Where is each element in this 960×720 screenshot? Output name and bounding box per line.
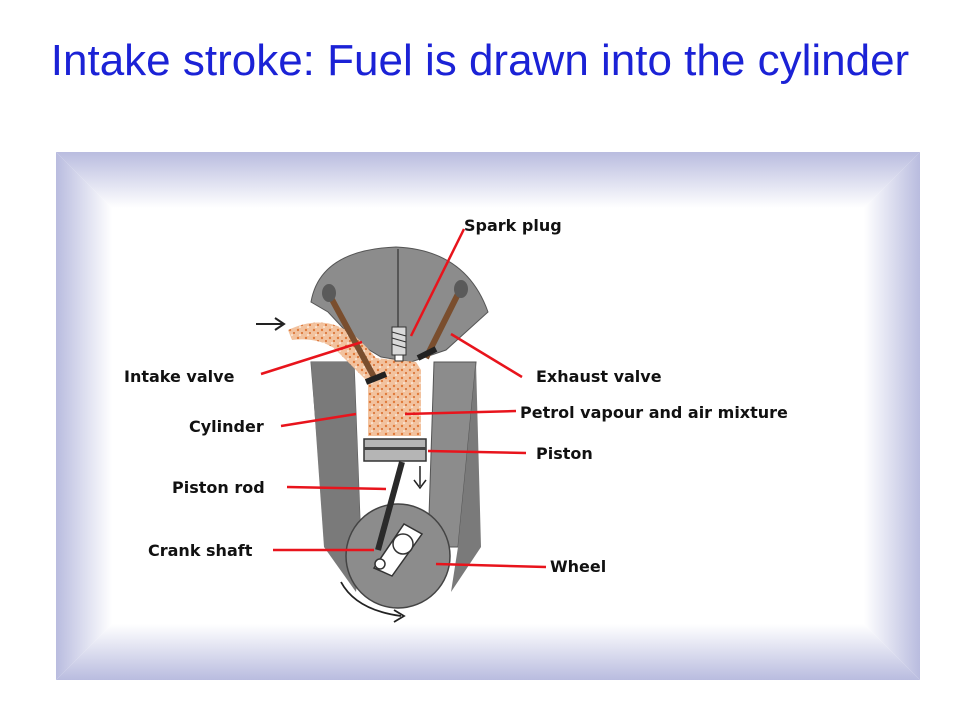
- frame-bevel: [56, 152, 920, 680]
- intake-valve: [322, 284, 388, 385]
- diagram-frame: Spark plug Intake valve Exhaust valve Cy…: [56, 152, 920, 680]
- flywheel: [345, 503, 451, 609]
- engine-body: [310, 246, 489, 592]
- right-arrow-icon: [256, 317, 286, 331]
- label-piston-rod: Piston rod: [172, 478, 265, 497]
- label-crank-shaft: Crank shaft: [148, 541, 253, 560]
- slide-title: Intake stroke: Fuel is drawn into the cy…: [50, 36, 910, 85]
- label-intake-valve: Intake valve: [124, 367, 235, 386]
- connecting-rod: [375, 461, 405, 551]
- label-spark-plug: Spark plug: [464, 216, 562, 235]
- label-wheel: Wheel: [550, 557, 606, 576]
- exhaust-valve: [416, 280, 468, 361]
- down-arrow-icon: [413, 466, 427, 490]
- leader-lines: [260, 228, 547, 569]
- label-piston: Piston: [536, 444, 593, 463]
- label-cylinder: Cylinder: [189, 417, 264, 436]
- spark-plug: [391, 326, 407, 362]
- piston: [363, 438, 427, 462]
- clockwise-arrow-icon: [340, 581, 406, 623]
- cylinder-head: [310, 246, 489, 363]
- label-mixture: Petrol vapour and air mixture: [520, 403, 788, 422]
- label-exhaust-valve: Exhaust valve: [536, 367, 662, 386]
- fuel-mixture: [288, 322, 421, 436]
- engine-diagram: Spark plug Intake valve Exhaust valve Cy…: [56, 152, 920, 680]
